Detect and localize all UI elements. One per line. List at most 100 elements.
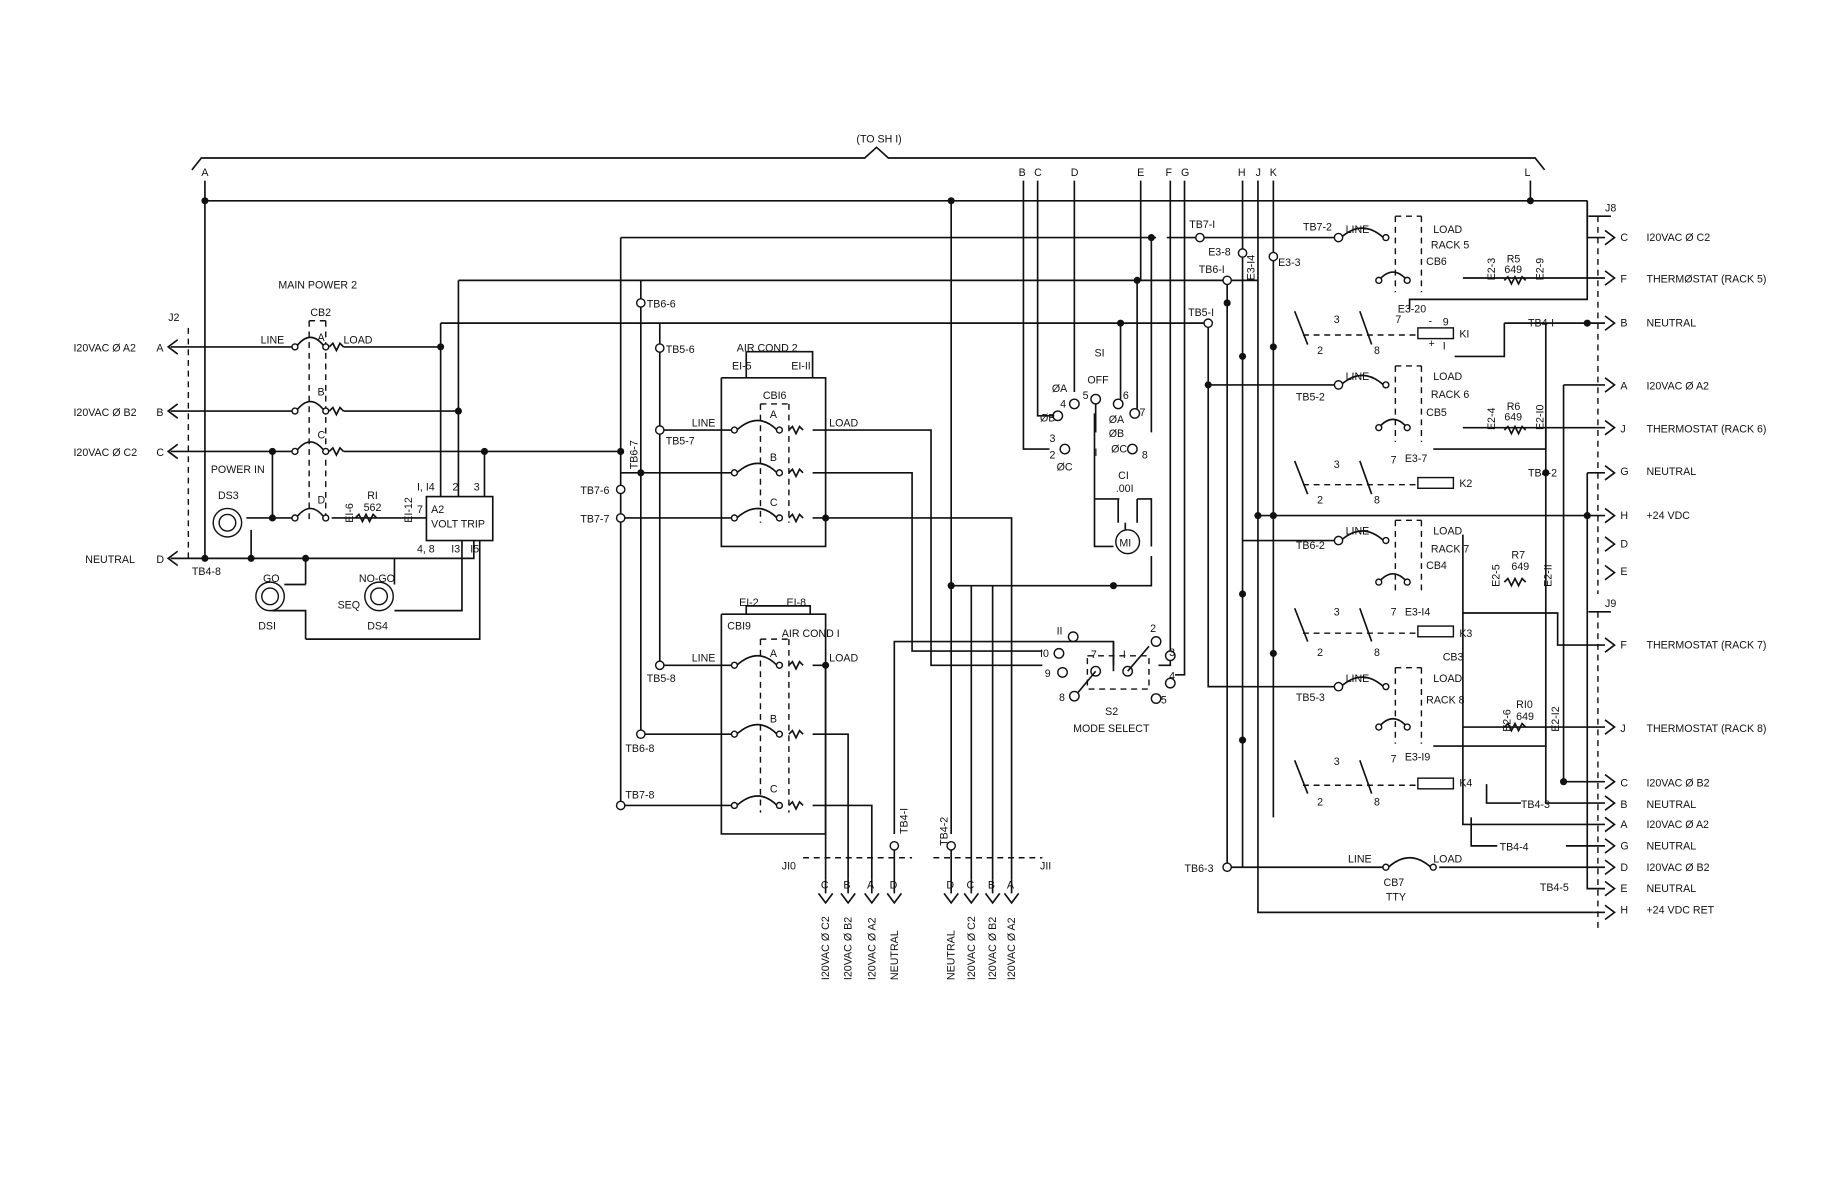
s1-contact: I: [1094, 447, 1097, 459]
s2-contact: 3: [1169, 647, 1175, 659]
mid-terminal-labels: TB6-6 TB5-6 TB6-7 TB7-6 TB7-7 TB5-7 TB5-…: [580, 299, 694, 802]
j10-j11-labels: JI0 C B A D I20VAC Ø C2 I20VAC Ø B2 I20V…: [782, 808, 1051, 980]
j10-label: JI0: [782, 861, 796, 873]
c1-value: .00I: [1116, 483, 1134, 495]
j10-signal: I20VAC Ø B2: [843, 917, 855, 980]
volt-trip-a2: A2: [431, 504, 444, 516]
rack-5-labels: LINE LOAD RACK 5 CB6 R5 649 E2-3 E2-9 E3…: [1346, 224, 1554, 341]
rack-line: LINE: [1346, 224, 1370, 236]
bus-letter: F: [1166, 167, 1173, 179]
relay-contact: 3: [1334, 606, 1340, 618]
j10-pin: D: [890, 880, 898, 892]
relay-contact: 2: [1317, 495, 1323, 507]
cb7-tty: TTY: [1386, 891, 1406, 903]
air-cond-1-line: LINE: [692, 653, 716, 665]
junctions: [201, 197, 1591, 786]
s2-contact: 2: [1150, 623, 1156, 635]
j2-pin-a-signal: I20VAC Ø A2: [73, 343, 136, 355]
cb2-label: CB2: [310, 307, 331, 319]
rack-k: K2: [1459, 478, 1472, 490]
j8-pin: F: [1620, 274, 1627, 286]
relay-contact: +: [1429, 338, 1435, 350]
air-cond-2-line: LINE: [692, 417, 716, 429]
main-power-title: MAIN POWER 2: [278, 280, 357, 292]
rack-load: LOAD: [1433, 673, 1462, 685]
cb7-load: LOAD: [1433, 853, 1462, 865]
s1-phase: ØA: [1052, 383, 1068, 395]
air-cond-labels: AIR COND 2 EI-5 EI-II CBI6 LINE LOAD A B…: [692, 343, 859, 796]
bus-letter: J: [1256, 167, 1261, 179]
s2-contact: 8: [1059, 692, 1065, 704]
j2-pin-c: C: [156, 447, 164, 459]
e3-3-label: E3-3: [1278, 257, 1301, 269]
rack-k: KI: [1459, 328, 1469, 340]
c1-label: CI: [1118, 470, 1129, 482]
rack-e3: E3-20: [1398, 303, 1426, 315]
bus-letter: K: [1270, 167, 1277, 179]
s2-contact: I0: [1040, 648, 1049, 660]
s1-contact: 8: [1142, 450, 1148, 462]
j10-signal: I20VAC Ø C2: [820, 916, 832, 980]
j9-signal: I20VAC Ø B2: [1646, 777, 1709, 789]
to-sheet-label: (TO SH I): [856, 134, 901, 146]
tb4-2-label: TB4-2: [939, 817, 951, 846]
terminal-rings: [615, 232, 1344, 873]
air-cond-2-e-right: EI-II: [791, 360, 811, 372]
air-cond-2-pole-a: A: [770, 409, 778, 421]
j8-pin: D: [1620, 539, 1628, 551]
cb2-pole-d: D: [317, 495, 325, 507]
rack-r: R5: [1507, 254, 1521, 266]
right-terminal-labels: TB7-I E3-8 E3-I4 E3-3 TB6-I TB5-I TB7-2 …: [1185, 219, 1333, 875]
rack-e1: E2-6: [1501, 709, 1513, 732]
s2-symbol: [1053, 631, 1176, 705]
tb6-7-label: TB6-7: [628, 440, 640, 469]
s2-contact: II: [1057, 625, 1063, 637]
j11-pin: D: [946, 880, 954, 892]
relay-contact: 8: [1374, 796, 1380, 808]
tb6-6-label: TB6-6: [647, 299, 676, 311]
bus-letter: A: [201, 167, 209, 179]
air-cond-1-e-right: EI-8: [787, 597, 807, 609]
j9-label: J9: [1605, 598, 1616, 610]
air-cond-2-pole-b: B: [770, 452, 777, 464]
air-cond-1-title: AIR COND I: [782, 628, 840, 640]
s1-contact: 6: [1123, 390, 1129, 402]
relay-contact: 2: [1317, 796, 1323, 808]
air-cond-1-pole-a: A: [770, 648, 778, 660]
tb7-2-label: TB7-2: [1303, 221, 1332, 233]
tb7-7-label: TB7-7: [580, 514, 609, 526]
rack-e3: E3-7: [1405, 453, 1428, 465]
s2-contact: 5: [1161, 694, 1167, 706]
j8-pin: E: [1620, 566, 1627, 578]
vt-pin: I3: [451, 543, 460, 555]
j2-pin-d-signal: NEUTRAL: [85, 554, 135, 566]
tb6-8-label: TB6-8: [625, 743, 654, 755]
s1-label: SI: [1094, 347, 1104, 359]
s1-phase: ØC: [1057, 461, 1073, 473]
relay-contact: 7: [1391, 606, 1397, 618]
s2-mode-select: MODE SELECT: [1073, 723, 1150, 735]
j8-signal: NEUTRAL: [1646, 318, 1696, 330]
bus-letter: L: [1524, 167, 1530, 179]
vt-pin: 2: [452, 482, 458, 494]
bus-letter: B: [1019, 167, 1026, 179]
rack-rv: 649: [1516, 711, 1534, 723]
j2-pin-a: A: [156, 343, 164, 355]
relay-contact: 8: [1374, 345, 1380, 357]
j2-label: J2: [168, 312, 179, 324]
air-cond-1-breaker: CBI9: [727, 621, 751, 633]
j8-pin: J: [1620, 423, 1625, 435]
rack-e2: E2-I0: [1534, 404, 1546, 430]
j2-pin-b: B: [156, 407, 163, 419]
rack-e2: E2-I2: [1550, 706, 1562, 732]
air-cond-2-breaker: CBI6: [763, 390, 787, 402]
j11-pin: A: [1007, 880, 1015, 892]
ds4-label: DS4: [367, 621, 388, 633]
j9-pin: C: [1620, 777, 1628, 789]
j2-pin-d: D: [156, 554, 164, 566]
e1-12-label: EI-12: [403, 497, 415, 523]
relay-contact: 7: [1391, 454, 1397, 466]
j11-pin: C: [967, 880, 975, 892]
j8-pin: B: [1620, 318, 1627, 330]
rack-e1: E2-3: [1486, 258, 1498, 281]
